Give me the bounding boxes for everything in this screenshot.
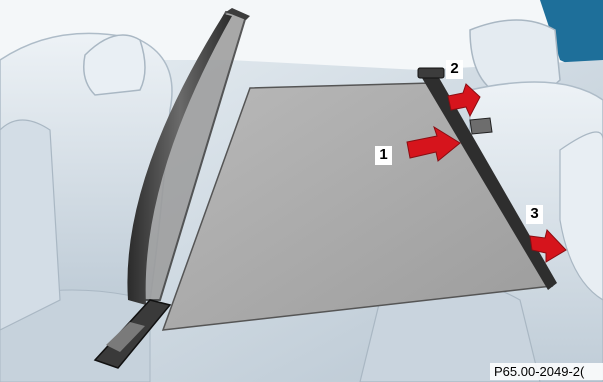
rail-latch: [470, 118, 492, 134]
front-left-seatback: [0, 120, 60, 330]
callout-3: 3: [526, 205, 543, 224]
callout-1: 1: [375, 146, 392, 165]
rail-clip-top: [418, 68, 444, 78]
figure-reference-code: P65.00-2049-2(: [490, 363, 603, 380]
callout-2: 2: [446, 60, 463, 79]
